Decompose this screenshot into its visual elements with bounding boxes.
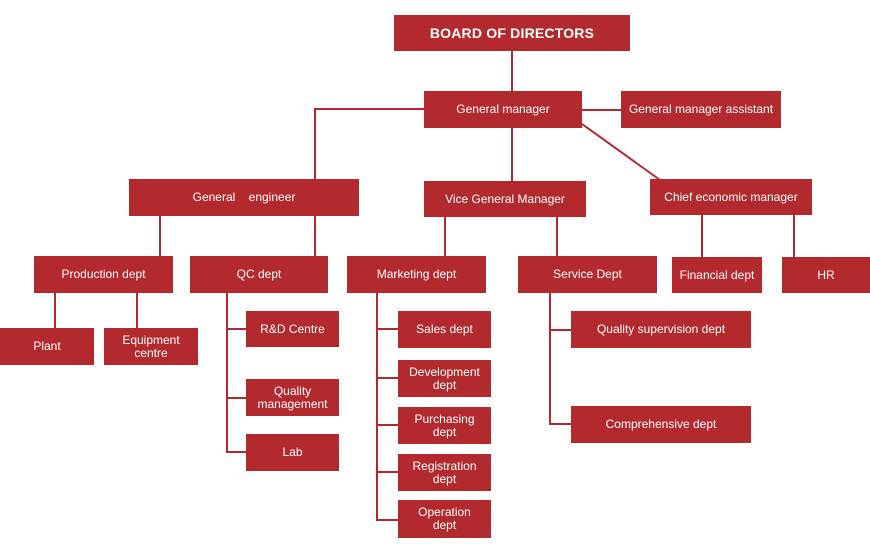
comprehensive-dept-label: Comprehensive dept [605, 417, 717, 431]
sales-dept-box: Sales dept [398, 311, 491, 348]
quality-management-box: Quality management [246, 379, 339, 416]
chief-economic-manager-label: Chief economic manager [664, 189, 798, 204]
operation-dept-box: Operation dept [398, 500, 491, 538]
general-manager-assistant-label: General manager assistant [628, 102, 774, 116]
general-engineer-label: General engineer [192, 190, 296, 204]
hr-label: HR [817, 267, 835, 282]
board-of-directors-label: BOARD OF DIRECTORS [429, 24, 595, 41]
plant-box: Plant [0, 328, 94, 365]
registration-dept-label: Registration dept [412, 458, 477, 486]
service-dept-label: Service Dept [553, 267, 622, 281]
lab-box: Lab [246, 434, 339, 471]
financial-dept-box: Financial dept [672, 257, 762, 293]
chief-economic-manager-box: Chief economic manager [650, 179, 812, 215]
operation-dept-label: Operation dept [418, 505, 471, 532]
production-dept-box: Production dept [34, 256, 173, 293]
quality-supervision-dept-box: Quality supervision dept [571, 311, 751, 348]
general-engineer-box: General engineer [129, 179, 359, 216]
production-dept-label: Production dept [61, 267, 146, 281]
general-manager-label: General manager [456, 102, 550, 116]
marketing-dept-box: Marketing dept [347, 256, 486, 293]
general-manager-box: General manager [424, 91, 582, 128]
hr-box: HR [782, 257, 870, 293]
qc-dept-box: QC dept [190, 256, 328, 293]
quality-supervision-dept-label: Quality supervision dept [596, 322, 726, 336]
development-dept-box: Development dept [398, 360, 491, 397]
equipment-centre-label: Equipment centre [122, 332, 180, 360]
financial-dept-label: Financial dept [679, 267, 755, 282]
equipment-centre-box: Equipment centre [104, 328, 198, 365]
lab-label: Lab [282, 445, 303, 459]
purchasing-dept-box: Purchasing dept [398, 407, 491, 444]
vice-general-manager-label: Vice General Manager [445, 191, 565, 206]
service-dept-box: Service Dept [518, 256, 657, 293]
board-of-directors-box: BOARD OF DIRECTORS [394, 15, 630, 51]
purchasing-dept-label: Purchasing dept [414, 411, 475, 439]
quality-management-label: Quality management [257, 383, 328, 411]
comprehensive-dept-box: Comprehensive dept [571, 406, 751, 443]
rd-centre-box: R&D Centre [246, 311, 339, 347]
qc-dept-label: QC dept [236, 267, 282, 281]
registration-dept-box: Registration dept [398, 454, 491, 491]
marketing-dept-label: Marketing dept [376, 267, 457, 281]
sales-dept-label: Sales dept [416, 322, 473, 336]
development-dept-label: Development dept [409, 364, 480, 392]
rd-centre-label: R&D Centre [260, 321, 325, 336]
plant-label: Plant [33, 339, 61, 353]
vice-general-manager-box: Vice General Manager [424, 181, 586, 217]
general-manager-assistant-box: General manager assistant [621, 91, 781, 128]
